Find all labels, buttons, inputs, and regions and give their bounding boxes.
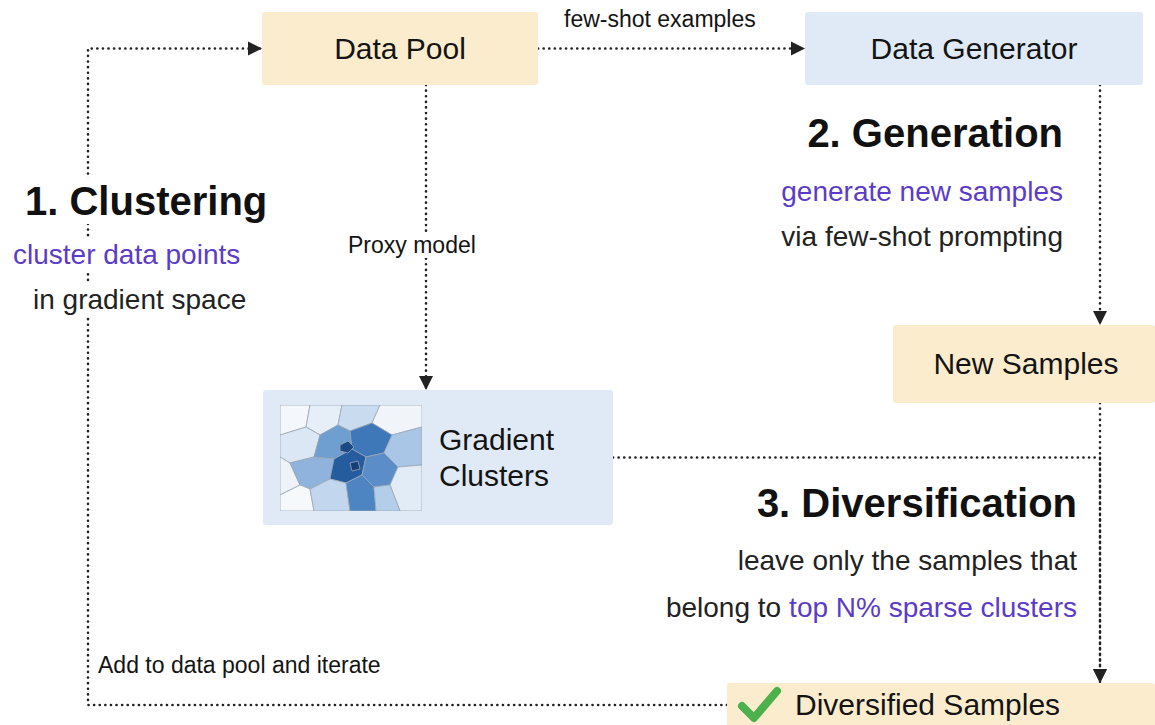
- step-description: cluster data points: [10, 239, 243, 271]
- diversified-box: Diversified Samples: [727, 683, 1155, 725]
- node-text: Gradient Clusters: [439, 422, 599, 492]
- step-description: via few-shot prompting: [778, 221, 1066, 253]
- step-description: belong to: [663, 592, 784, 624]
- step-description: in gradient space: [30, 284, 249, 316]
- node-text: Data Generator: [871, 31, 1078, 66]
- edge-label: Proxy model: [344, 232, 480, 258]
- check-mark: [737, 686, 783, 724]
- node-text: Diversified Samples: [795, 687, 1060, 722]
- generator-box: Data Generator: [805, 12, 1143, 85]
- voronoi-illustration: [280, 405, 422, 511]
- samples-box: New Samples: [893, 325, 1155, 403]
- step-heading: 3. Diversification: [754, 480, 1080, 526]
- dotted-connector: [1099, 85, 1102, 325]
- edge-label: Add to data pool and iterate: [94, 652, 385, 678]
- dotted-connector: [613, 458, 1100, 684]
- data-pool-box: Data Pool: [262, 12, 538, 85]
- step-heading: 1. Clustering: [22, 178, 270, 224]
- node-text: New Samples: [933, 346, 1118, 381]
- dotted-connector: [88, 49, 727, 706]
- step-description: generate new samples: [778, 176, 1066, 208]
- step-description: top N% sparse clusters: [786, 592, 1080, 624]
- step-heading: 2. Generation: [804, 110, 1066, 156]
- node-text: Data Pool: [334, 31, 466, 66]
- edge-label: few-shot examples: [560, 6, 760, 32]
- dotted-connector: [538, 47, 805, 50]
- step-description: leave only the samples that: [735, 545, 1080, 577]
